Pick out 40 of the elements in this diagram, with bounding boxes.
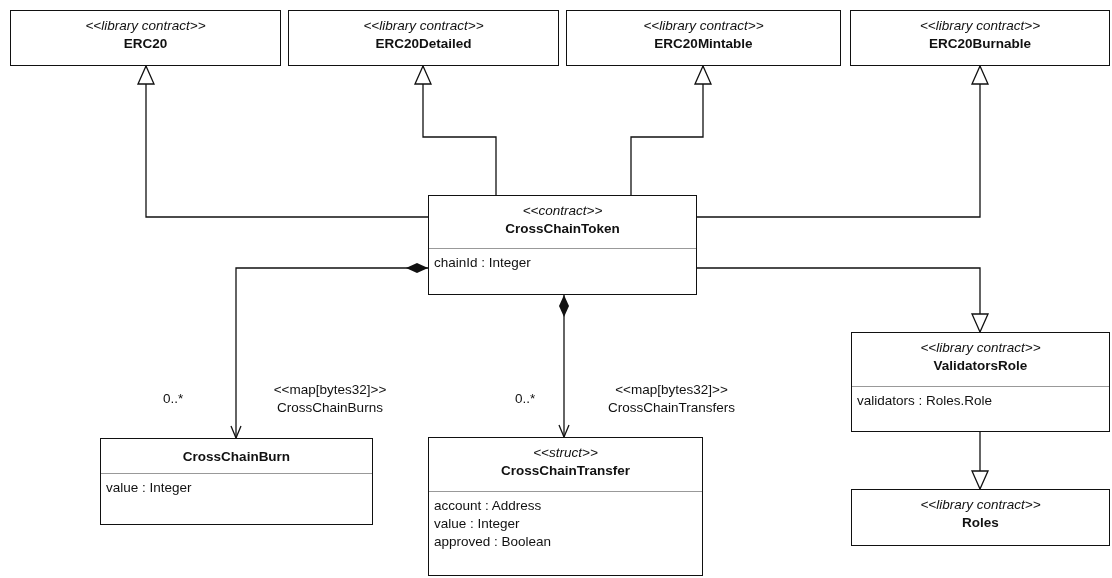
generalization-arrow [414,65,497,196]
stereotype-label: <<library contract>> [920,496,1041,513]
attribute-text: value : Integer [106,479,193,497]
class-name: ERC20 [123,35,168,53]
class-name: ERC20Burnable [929,35,1031,53]
class-name: ERC20Mintable [654,35,753,53]
composition-arrow [230,263,429,439]
stereotype-label: <<library contract>> [363,17,484,34]
generalization-arrow [137,65,429,218]
attribute-text: account : Address [434,497,543,515]
attribute-text: approved : Boolean [434,533,553,551]
class-name: CrossChainBurn [182,448,291,466]
class-name: Roles [962,514,999,532]
class-box [566,10,841,66]
stereotype-label: <<contract>> [522,202,603,219]
stereotype-label: <<library contract>> [85,17,206,34]
attribute-text: chainId : Integer [434,254,532,272]
class-box [850,10,1110,66]
generalization-arrow [696,65,989,218]
class-box [10,10,281,66]
class-name: ValidatorsRole [933,357,1028,375]
class-name: CrossChainToken [505,220,620,238]
stereotype-label: <<struct>> [533,444,598,461]
class-box [100,438,373,525]
class-box [851,489,1110,546]
composition-arrow [558,294,570,438]
class-name: CrossChainTransfer [500,462,630,480]
class-box [428,437,703,576]
class-box [288,10,559,66]
stereotype-label: <<library contract>> [643,17,764,34]
generalization-arrow [630,65,712,196]
stereotype-label: <<library contract>> [920,339,1041,356]
attribute-text: value : Integer [434,515,521,533]
generalization-arrow [971,431,989,490]
class-name: ERC20Detailed [375,35,472,53]
class-box [428,195,697,295]
stereotype-label: <<library contract>> [919,17,1041,34]
attribute-text: validators : Roles.Role [857,392,994,410]
generalization-arrow [696,267,989,333]
class-box [851,332,1110,432]
